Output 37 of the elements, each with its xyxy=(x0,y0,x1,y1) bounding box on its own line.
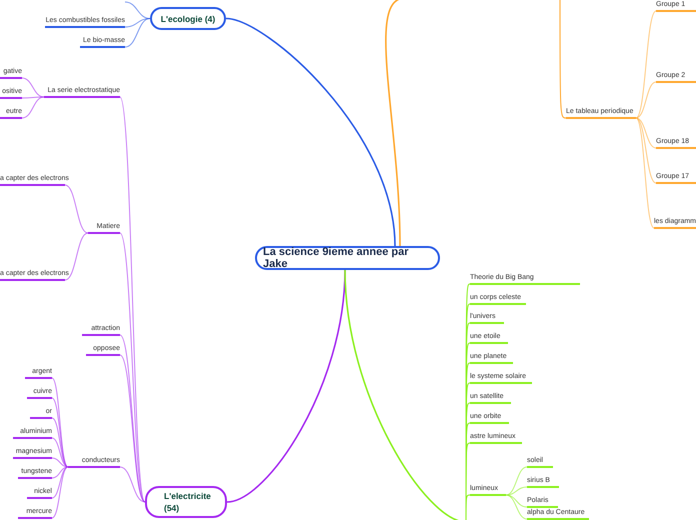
topic-text: L'ecologie (4) xyxy=(160,12,216,24)
branch-line xyxy=(636,118,654,228)
branch-line xyxy=(120,96,146,502)
branch-line xyxy=(506,494,528,520)
branch-line xyxy=(52,378,68,468)
branch-line xyxy=(506,466,528,496)
topic-box xyxy=(150,7,226,30)
topic-text: L'electricite (54) xyxy=(164,490,211,514)
branch-line xyxy=(636,10,656,118)
branch-line xyxy=(52,466,68,498)
branch-line xyxy=(52,438,68,468)
branch-line xyxy=(636,118,656,148)
branch-line xyxy=(64,232,88,280)
branch-line xyxy=(52,398,68,468)
topic-text: La science 9ieme annee par Jake xyxy=(263,246,410,270)
branch-line xyxy=(506,494,528,508)
branch-line xyxy=(466,494,470,520)
branch-line xyxy=(124,2,150,19)
branch-line xyxy=(52,466,68,478)
branch-line xyxy=(64,184,88,234)
branch-line xyxy=(124,18,150,48)
branch-line xyxy=(120,466,146,502)
central-topic-box xyxy=(255,246,440,270)
branch-line xyxy=(226,18,396,246)
branch-line xyxy=(506,486,528,496)
branch-line xyxy=(560,0,566,118)
branch-line xyxy=(52,466,68,518)
branch-line xyxy=(22,96,44,118)
branch-line xyxy=(52,458,68,468)
branch-line xyxy=(22,96,44,98)
branch-line xyxy=(120,232,146,502)
branch-line xyxy=(52,418,68,468)
branch-line xyxy=(636,118,656,184)
branch-line xyxy=(22,78,44,98)
branch-line xyxy=(124,18,150,28)
topic-box xyxy=(145,486,227,518)
branch-line xyxy=(636,82,656,118)
